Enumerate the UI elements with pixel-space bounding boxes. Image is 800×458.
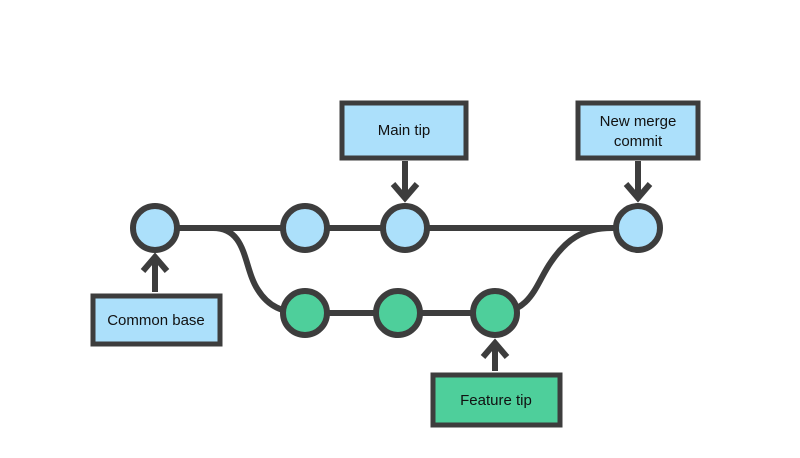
callout-new-merge-commit[interactable]: New merge commit — [575, 100, 701, 161]
commit-node-common-base[interactable] — [130, 203, 180, 253]
edge-merge-back — [492, 225, 615, 316]
commit-node-feature-2[interactable] — [373, 288, 423, 338]
commit-node-feature-1[interactable] — [280, 288, 330, 338]
arrow-down-merge-commit — [623, 161, 653, 203]
node-group — [130, 203, 663, 338]
callout-arrow-group — [140, 161, 653, 371]
callout-box-main-tip[interactable] — [339, 100, 469, 161]
callout-main-tip[interactable]: Main tip — [339, 100, 469, 161]
callout-feature-tip[interactable]: Feature tip — [430, 372, 563, 428]
commit-node-feature-3[interactable] — [470, 288, 520, 338]
callout-box-common-base[interactable] — [90, 293, 223, 347]
callout-box-new-merge-commit[interactable] — [575, 100, 701, 161]
callout-label-new-merge-commit-line2: commit — [614, 133, 663, 150]
callout-label-feature-tip: Feature tip — [460, 392, 532, 409]
commit-node-merge[interactable] — [613, 203, 663, 253]
commit-node-main-2[interactable] — [380, 203, 430, 253]
callout-box-feature-tip[interactable] — [430, 372, 563, 428]
arrow-down-main-tip — [390, 161, 420, 203]
arrow-up-common-base — [140, 252, 170, 292]
callout-label-main-tip: Main tip — [378, 122, 431, 139]
callout-label-new-merge-commit-line1: New merge — [600, 113, 677, 130]
callout-common-base[interactable]: Common base — [90, 293, 223, 347]
arrow-up-feature-tip — [480, 338, 510, 371]
commit-node-main-1[interactable] — [280, 203, 330, 253]
callout-label-common-base: Common base — [107, 312, 205, 329]
